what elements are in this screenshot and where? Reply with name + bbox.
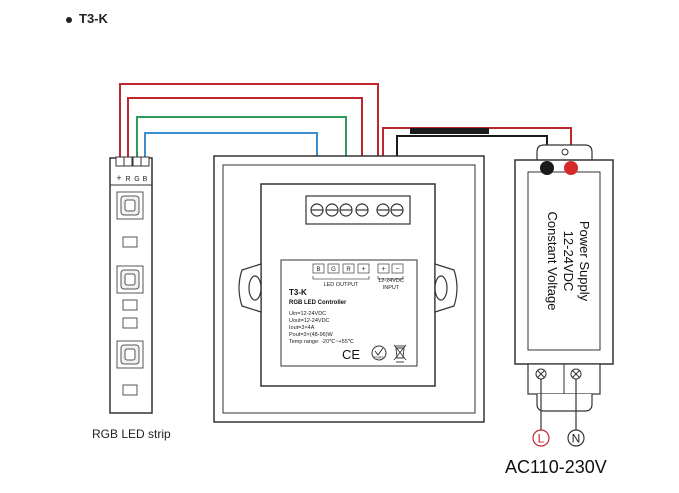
ce-mark-icon: CE (342, 347, 360, 362)
psu-label-line-2: 12-24VDC (561, 231, 576, 292)
terminal-label-in-minus: − (395, 266, 399, 273)
title-text: T3-K (79, 11, 108, 26)
rohs-icon: RoHS (371, 345, 387, 361)
ac-voltage-label: AC110-230V (505, 457, 607, 477)
strip-pin-r: R (125, 176, 130, 183)
input-voltage-label: 12-24VDC (378, 278, 404, 284)
terminal-label-r: R (346, 267, 351, 273)
resistor-icon (122, 317, 138, 329)
mount-hole-top (561, 148, 569, 156)
neutral-label: N (572, 432, 581, 446)
bullet-icon (66, 16, 72, 23)
weee-bin-icon (393, 344, 407, 363)
live-terminal-icon: L (532, 429, 550, 447)
model-label: T3-K (289, 288, 307, 297)
strip-pin-b: B (143, 176, 148, 183)
label-sticker (280, 259, 418, 367)
terminal-label-in-plus: + (381, 266, 385, 273)
rohs-text: RoHS (374, 356, 384, 360)
ac-wires (540, 379, 577, 430)
power-supply: Power Supply 12-24VDC Constant Voltage (514, 144, 614, 412)
led-chip (116, 191, 144, 220)
terminal-label-g: G (331, 267, 336, 273)
neutral-terminal-icon: N (567, 429, 585, 447)
spec-line: Iout=3×4A (289, 325, 315, 331)
resistor-icon (122, 384, 138, 396)
spec-line: Temp range: -20℃~+55℃ (289, 339, 355, 345)
resistor-icon (122, 236, 138, 248)
led-output-label: LED OUTPUT (324, 282, 359, 288)
terminal-label-b: B (316, 267, 320, 273)
dc-positive-terminal (564, 161, 578, 175)
mounting-hole-left (248, 275, 262, 301)
live-label: L (538, 432, 545, 446)
strip-pin-g: G (134, 176, 139, 183)
dc-negative-terminal (540, 161, 554, 175)
wire-red-channel (127, 97, 363, 208)
terminal-label-out-plus: + (361, 266, 365, 273)
input-label: INPUT (383, 285, 400, 291)
strip-pin-plus: + (116, 173, 121, 183)
resistor-icon (122, 299, 138, 311)
page-title: T3-K (66, 11, 108, 26)
spec-line: Pout=3×(48-96)W (289, 332, 334, 338)
psu-label-line-1: Power Supply (577, 221, 592, 302)
led-output-bracket (312, 276, 370, 280)
controller-name: RGB LED Controller (289, 300, 347, 306)
wire-red-positive (119, 83, 379, 208)
mounting-hole-right (434, 275, 448, 301)
strip-caption: RGB LED strip (92, 427, 171, 441)
psu-label-line-3: Constant Voltage (545, 211, 560, 310)
terminal-screw-icon (310, 203, 404, 217)
led-strip: + R G B (109, 156, 153, 414)
input-bracket (377, 276, 404, 280)
led-chip (116, 265, 144, 294)
spec-line: Uout=12-24VDC (289, 318, 330, 324)
spec-line: Uin=12-24VDC (289, 311, 326, 317)
led-chip (116, 340, 144, 369)
terminal-label-boxes (312, 263, 404, 274)
controller-wall-panel: B G R + + − LED OUTPUT 12-24VDC INPUT T3… (213, 155, 485, 423)
